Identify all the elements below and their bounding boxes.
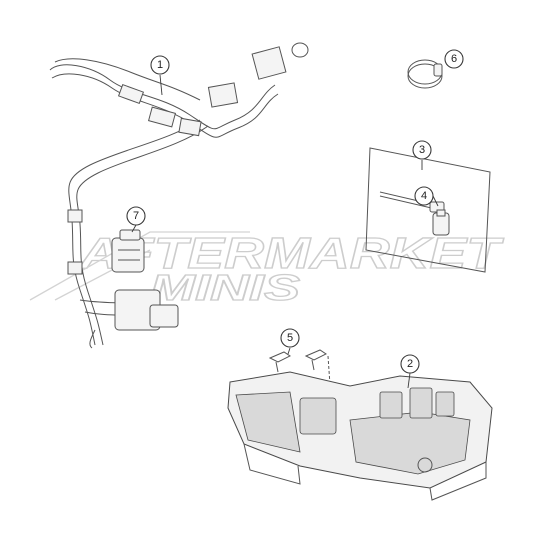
relay-block-drawing bbox=[111, 229, 145, 273]
callout-1-label: 1 bbox=[157, 59, 163, 71]
callout-7: 7 bbox=[126, 206, 146, 233]
callout-4-label: 4 bbox=[421, 190, 427, 202]
callout-6: 6 bbox=[444, 49, 464, 69]
small-parts-kit-drawing bbox=[365, 147, 491, 273]
callout-5: 5 bbox=[280, 328, 300, 355]
callout-3-label: 3 bbox=[419, 144, 425, 156]
callout-1: 1 bbox=[150, 55, 170, 96]
callout-5-label: 5 bbox=[287, 332, 293, 344]
battery-tray-drawing bbox=[227, 371, 493, 501]
hose-clamp-drawing bbox=[407, 59, 443, 89]
wiring-harness-drawing bbox=[49, 42, 309, 349]
svg-text:MINIS: MINIS bbox=[150, 267, 300, 308]
callout-7-label: 7 bbox=[133, 210, 139, 222]
watermark-logo: AFTERMARKET MINIS bbox=[29, 228, 505, 309]
callout-2-label: 2 bbox=[407, 358, 413, 370]
callout-4: 4 bbox=[414, 186, 439, 207]
callout-3: 3 bbox=[412, 140, 432, 170]
svg-text:AFTERMARKET: AFTERMARKET bbox=[79, 229, 504, 278]
callout-2: 2 bbox=[400, 354, 420, 389]
callout-6-label: 6 bbox=[451, 53, 457, 65]
clips-drawing bbox=[268, 349, 331, 386]
